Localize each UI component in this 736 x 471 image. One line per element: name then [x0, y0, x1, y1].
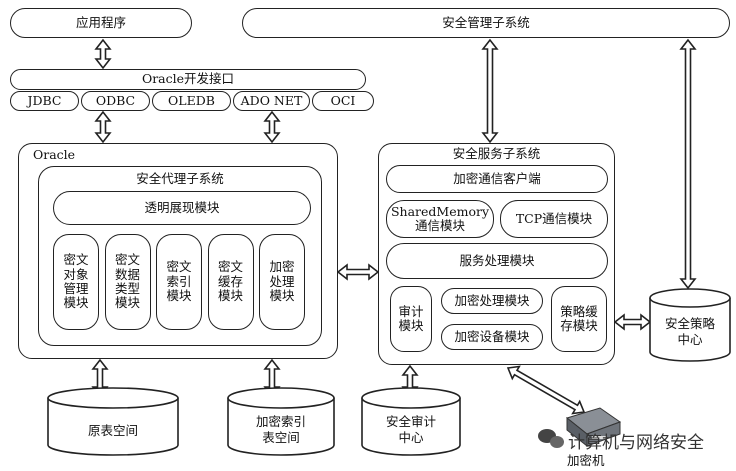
processing-module: 服务处理模块	[386, 243, 608, 279]
oracle-interface-box: Oracle开发接口	[10, 69, 366, 90]
arrow-interface-oracle-2	[263, 110, 281, 144]
transparent-module-label: 透明展现模块	[144, 199, 220, 215]
tcp-module: TCP通信模块	[500, 200, 608, 238]
interface-item-label: OCI	[330, 92, 356, 108]
arrow-mgmt-policy	[679, 38, 697, 290]
proxy-module: 密文索引模块	[156, 234, 202, 330]
interface-item-label: OLEDB	[168, 92, 215, 108]
policy-cache-module: 策略缓存模块	[551, 286, 607, 352]
transparent-module: 透明展现模块	[53, 191, 311, 225]
encryptor-device-icon	[565, 407, 622, 448]
app-box: 应用程序	[10, 8, 192, 38]
audit-center-label: 安全审计中心	[385, 414, 436, 445]
proxy-module-label: 加密处理模块	[269, 259, 295, 304]
shm-label-line2: 通信模块	[414, 218, 465, 233]
enc-proc-label: 加密处理模块	[454, 292, 530, 308]
shm-label-line1: SharedMemory	[390, 203, 490, 219]
interface-item: OLEDB	[152, 91, 231, 111]
proxy-module-label: 密文缓存模块	[217, 259, 243, 304]
policy-cache-label: 策略缓存模块	[560, 303, 598, 333]
cylinder-audit-center	[361, 387, 461, 456]
arrow-app-interface	[94, 38, 112, 70]
proxy-module-label: 密文对象管理模块	[63, 252, 89, 311]
oracle-title: Oracle	[33, 147, 76, 162]
audit-label: 审计模块	[398, 303, 424, 333]
enc-index-label: 加密索引表空间	[255, 414, 306, 445]
proxy-module: 密文缓存模块	[207, 234, 254, 330]
app-label: 应用程序	[75, 14, 126, 30]
enc-client-module: 加密通信客户端	[386, 165, 608, 193]
interface-item-label: ODBC	[95, 92, 136, 108]
cylinder-raw-table	[47, 387, 179, 456]
proxy-module: 加密处理模块	[259, 234, 305, 330]
enc-proc-module: 加密处理模块	[441, 288, 543, 314]
proxy-subsystem-title: 安全代理子系统	[136, 171, 224, 186]
arrow-oracle-service	[336, 263, 380, 281]
watermark-text: 计算机与网络安全	[568, 433, 704, 453]
interface-item: ODBC	[81, 91, 150, 111]
oracle-interface-title: Oracle开发接口	[141, 71, 235, 87]
chat-bubble-icon	[538, 429, 564, 448]
proxy-module-label: 密文索引模块	[166, 259, 192, 304]
arrow-mgmt-service	[481, 38, 499, 144]
raw-table-label: 原表空间	[87, 423, 138, 438]
security-mgmt-box: 安全管理子系统	[242, 8, 730, 38]
interface-item-label: ADO NET	[240, 92, 303, 108]
proxy-module: 密文数据类型模块	[104, 234, 151, 330]
tcp-label: TCP通信模块	[515, 210, 593, 226]
policy-center-label: 安全策略中心	[664, 316, 715, 347]
enc-dev-module: 加密设备模块	[441, 324, 543, 350]
interface-item: JDBC	[10, 91, 79, 111]
arrow-interface-oracle	[94, 110, 112, 144]
interface-item-label: JDBC	[27, 92, 62, 108]
arrow-service-encryptor	[506, 365, 586, 415]
security-mgmt-label: 安全管理子系统	[442, 14, 530, 30]
audit-module: 审计模块	[390, 286, 432, 352]
arrow-service-policy	[613, 313, 652, 331]
cylinder-policy-center	[649, 288, 731, 362]
service-subsystem-title: 安全服务子系统	[452, 146, 541, 161]
proxy-module-label: 密文数据类型模块	[114, 252, 140, 311]
enc-dev-label: 加密设备模块	[454, 328, 530, 344]
proxy-module: 密文对象管理模块	[53, 234, 99, 330]
encryptor-label: 加密机	[567, 453, 605, 468]
interface-item: OCI	[312, 91, 374, 111]
shm-module: SharedMemory 通信模块	[386, 200, 494, 238]
interface-item: ADO NET	[233, 91, 310, 111]
processing-label: 服务处理模块	[459, 252, 535, 268]
cylinder-enc-index	[227, 387, 335, 456]
enc-client-label: 加密通信客户端	[453, 170, 541, 186]
